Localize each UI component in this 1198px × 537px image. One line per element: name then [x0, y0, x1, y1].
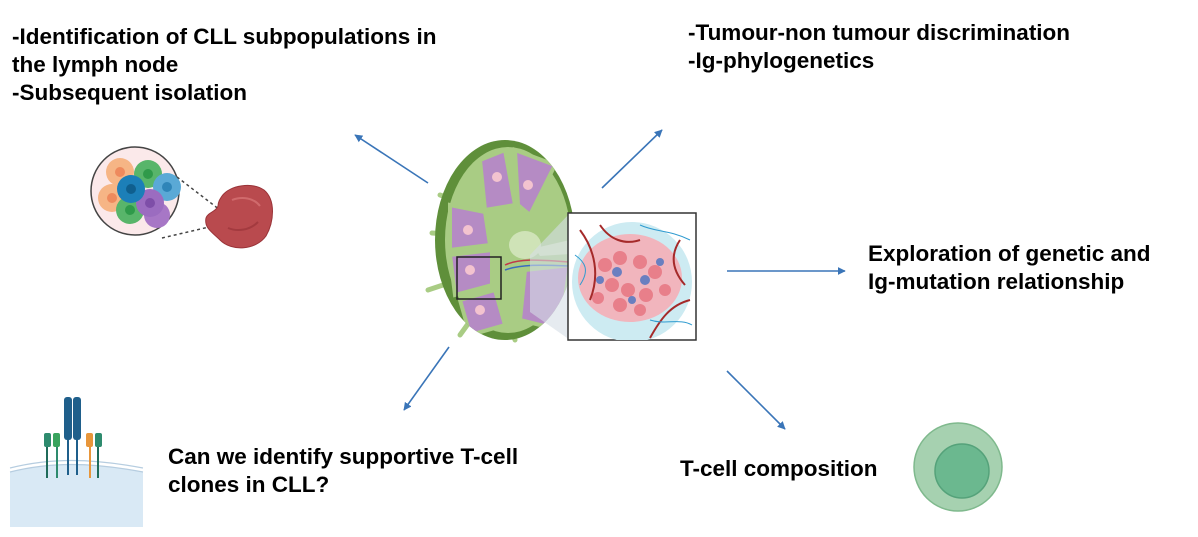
tumour-tissue-icon — [205, 184, 273, 249]
label-top-left: -Identification of CLL subpopulations in… — [12, 23, 437, 107]
tissue-section-icon — [567, 212, 697, 341]
label-line: Ig-mutation relationship — [868, 269, 1125, 294]
label-line: Exploration of genetic and — [868, 241, 1151, 266]
label-line: Can we identify supportive T-cell — [168, 444, 519, 469]
t-cell-receptor-icon — [9, 397, 144, 527]
lymph-node-icon — [425, 140, 575, 343]
label-line: the lymph node — [12, 52, 179, 77]
arrow-bottom-right — [726, 370, 786, 430]
arrow-bottom-left — [403, 346, 450, 411]
t-cell-icon — [913, 422, 1003, 512]
arrow-top-left — [354, 134, 429, 184]
label-line: -Tumour-non tumour discrimination — [688, 20, 1071, 45]
label-line: -Ig-phylogenetics — [688, 48, 875, 73]
label-line: -Subsequent isolation — [12, 80, 248, 105]
label-bottom-right: T-cell composition — [680, 455, 878, 483]
label-line: clones in CLL? — [168, 472, 330, 497]
label-line: -Identification of CLL subpopulations in — [12, 24, 437, 49]
arrows — [354, 129, 846, 430]
label-bottom-left: Can we identify supportive T-cell clones… — [168, 443, 518, 499]
cell-cluster-icon — [90, 146, 223, 239]
label-line: T-cell composition — [680, 456, 878, 481]
label-right: Exploration of genetic and Ig-mutation r… — [868, 240, 1151, 296]
label-top-right: -Tumour-non tumour discrimination -Ig-ph… — [688, 19, 1070, 75]
arrow-top-right — [601, 129, 663, 189]
